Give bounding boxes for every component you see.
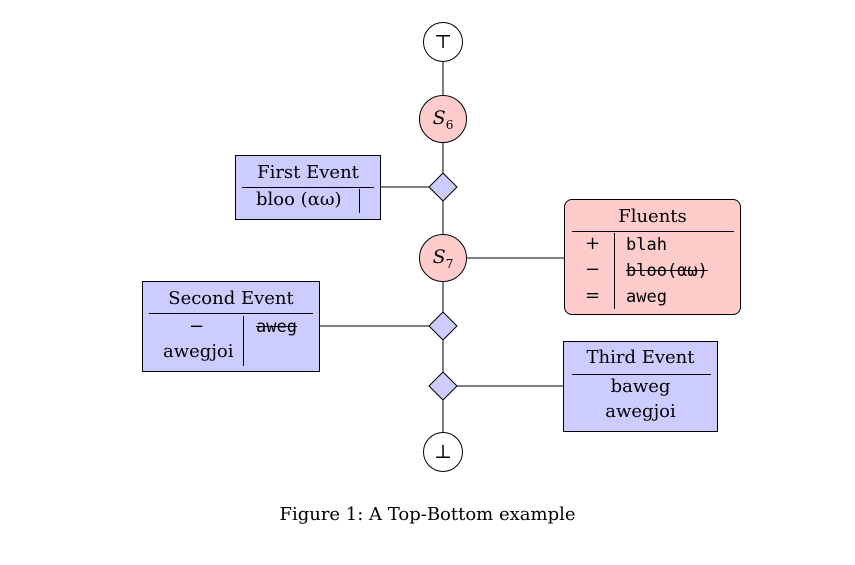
first-event-rule [242, 187, 374, 188]
first-event-title: First Event [257, 162, 359, 183]
first-event-box: First Event bloo (αω) [235, 155, 381, 220]
fluents-title: Fluents [618, 206, 687, 227]
second-event-title: Second Event [168, 288, 294, 309]
fluents-rule [572, 231, 734, 232]
third-event-title: Third Event [586, 347, 695, 368]
fluents-box: Fluents + blah − bloo(αω) = aweg [564, 199, 741, 315]
fluent-row-sign: = [585, 285, 601, 306]
fluent-row-value: aweg [626, 287, 667, 307]
fluent-row-sign: + [585, 233, 601, 254]
bottom-node: ⊥ [423, 432, 463, 472]
state-s7-label: S7 [432, 245, 454, 271]
state-s6-label: S6 [432, 106, 454, 132]
second-event-row2-left: awegjoi [163, 341, 234, 362]
event-diamond-second [428, 311, 458, 341]
state-node-s7: S7 [419, 234, 467, 282]
third-event-box: Third Event baweg awegjoi [563, 341, 718, 432]
state-node-s6: S6 [419, 95, 467, 143]
fluents-divider [614, 233, 615, 309]
second-event-box: Second Event − aweg awegjoi [142, 281, 320, 372]
event-diamond-third [428, 371, 458, 401]
first-event-divider [359, 189, 360, 213]
top-node: ⊤ [423, 22, 463, 62]
first-event-row1-left: bloo (αω) [256, 189, 342, 210]
third-event-row1: baweg [610, 376, 671, 397]
fluent-row-value: bloo(αω) [626, 261, 708, 281]
bottom-symbol: ⊥ [434, 441, 452, 463]
fluent-row-value: blah [626, 235, 667, 255]
top-symbol: ⊤ [434, 31, 452, 53]
third-event-row2: awegjoi [605, 401, 676, 422]
second-event-divider [243, 316, 244, 366]
second-event-rule [149, 313, 313, 314]
event-diamond-first [428, 172, 458, 202]
figure-caption: Figure 1: A Top-Bottom example [279, 504, 576, 525]
second-event-row1-left: − [189, 316, 205, 337]
fluent-row-sign: − [585, 259, 601, 280]
third-event-rule [572, 374, 711, 375]
second-event-row1-right: aweg [256, 317, 297, 337]
